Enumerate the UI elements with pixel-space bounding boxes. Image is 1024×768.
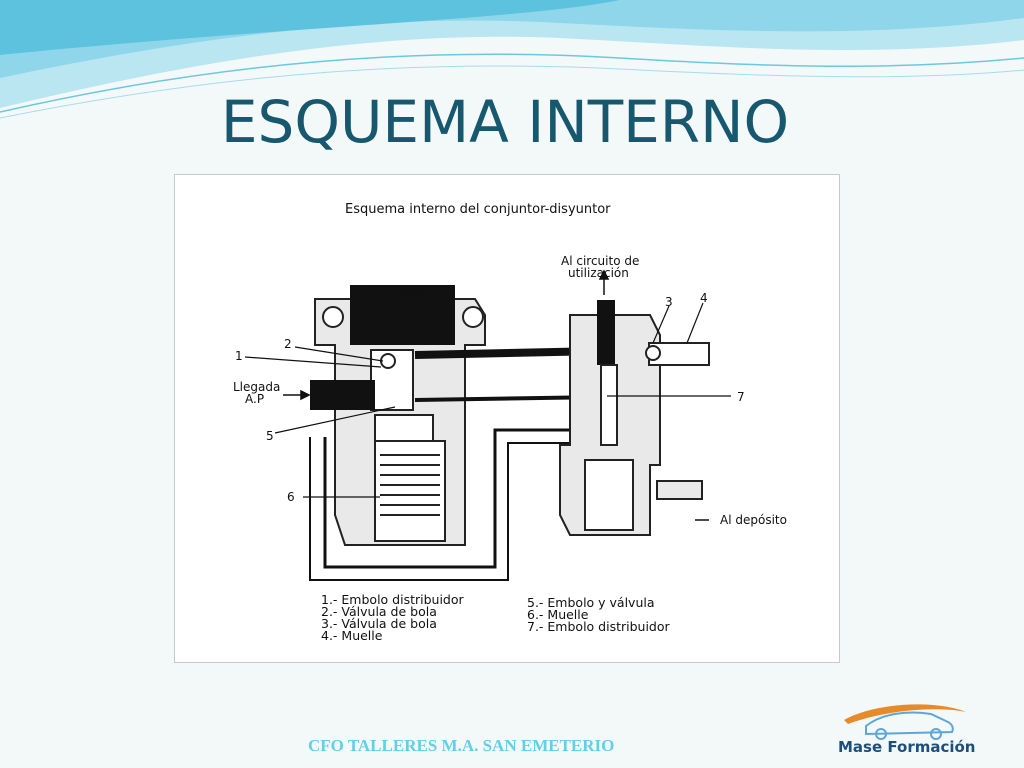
legend-item: 4.- Muelle bbox=[321, 628, 383, 643]
ball-valve-2 bbox=[380, 353, 396, 369]
callout-3: 3 bbox=[665, 295, 673, 309]
left-housing bbox=[310, 285, 486, 546]
label-deposito: Al depósito bbox=[720, 513, 787, 527]
legend-right: 5.- Embolo y válvula 6.- Muelle 7.- Embo… bbox=[527, 595, 670, 634]
callout-2: 2 bbox=[284, 337, 292, 351]
distributor-piston-7 bbox=[600, 364, 618, 446]
slide-title: ESQUEMA INTERNO bbox=[220, 88, 790, 156]
right-housing bbox=[559, 300, 710, 536]
footer-text: CFO TALLERES M.A. SAN EMETERIO bbox=[308, 736, 615, 755]
outlet-channel bbox=[597, 300, 615, 365]
label-circuit-line1: Al circuito de bbox=[561, 254, 639, 268]
label-acumulador: Acumulador bbox=[371, 283, 446, 296]
diagram-figure: Esquema interno del conjuntor-disyuntor bbox=[174, 174, 840, 663]
callout-6: 6 bbox=[287, 490, 295, 504]
legend-left: 1.- Embolo distribuidor 2.- Válvula de b… bbox=[321, 592, 464, 643]
callout-1: 1 bbox=[235, 349, 243, 363]
legend-item: 1.- Embolo distribuidor bbox=[321, 592, 464, 607]
piston-valve-5 bbox=[374, 414, 434, 442]
flow-arrows bbox=[283, 269, 709, 521]
top-wave-decoration bbox=[0, 0, 1024, 119]
inlet-port bbox=[310, 380, 375, 410]
diagram-title: Esquema interno del conjuntor-disyuntor bbox=[345, 202, 611, 217]
callout-7: 7 bbox=[737, 390, 745, 404]
label-ap: A.P bbox=[245, 392, 264, 406]
car-swoosh-logo-icon bbox=[844, 704, 966, 740]
legend-item: 5.- Embolo y válvula bbox=[527, 595, 655, 610]
label-llegada: Llegada bbox=[233, 380, 280, 394]
accumulator-chamber bbox=[350, 285, 455, 345]
spring-6-housing bbox=[374, 440, 446, 542]
valve-schematic: Esquema interno del conjuntor-disyuntor bbox=[233, 202, 787, 581]
legend-item: 2.- Válvula de bola bbox=[321, 604, 437, 619]
brand-name: Mase Formación bbox=[838, 738, 976, 756]
callout-4: 4 bbox=[700, 291, 708, 305]
leader-lines bbox=[244, 302, 731, 498]
legend-item: 7.- Embolo distribuidor bbox=[527, 619, 670, 634]
legend-item: 3.- Válvula de bola bbox=[321, 616, 437, 631]
callout-5: 5 bbox=[266, 429, 274, 443]
return-port bbox=[656, 480, 703, 500]
label-circuit-line2: utilización bbox=[568, 266, 629, 280]
legend-item: 6.- Muelle bbox=[527, 607, 589, 622]
